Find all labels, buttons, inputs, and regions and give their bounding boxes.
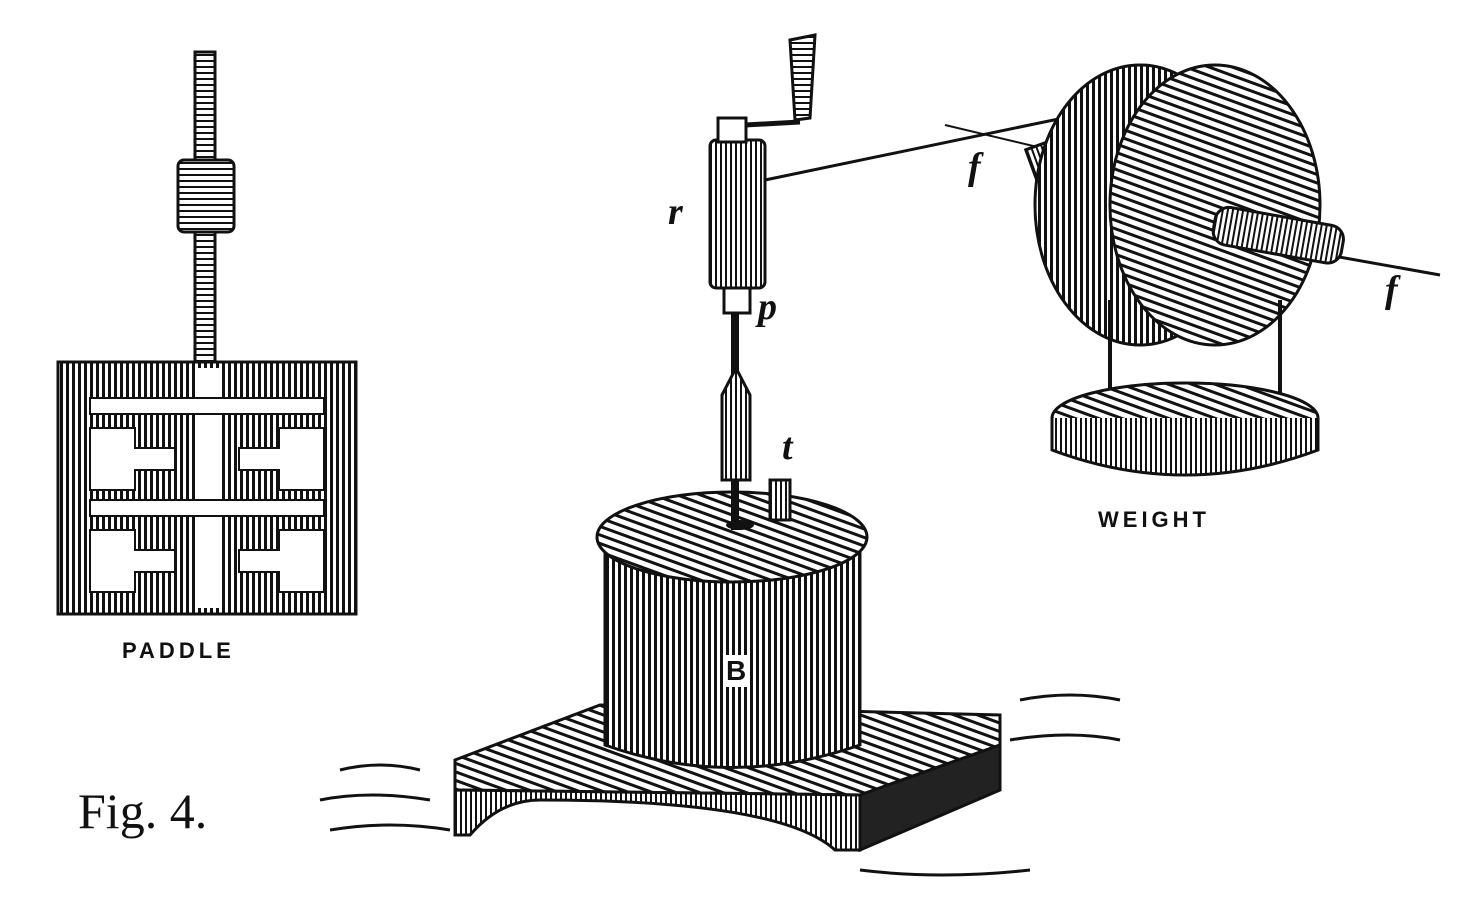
label-t: t [782,426,793,468]
label-f-upper: f [968,146,981,188]
weight-label: WEIGHT [1098,507,1210,532]
label-r: r [668,191,683,233]
paddle-diagram [56,50,358,616]
spindle [708,33,817,530]
vessel-b [595,478,869,769]
label-f-lower: f [1385,269,1398,311]
figure-caption: Fig. 4. [78,783,208,839]
base-platform [319,693,1121,877]
paddle-label: PADDLE [122,638,235,663]
weight-drum [1023,63,1345,477]
label-b: B [724,655,749,687]
label-p: p [758,286,777,328]
